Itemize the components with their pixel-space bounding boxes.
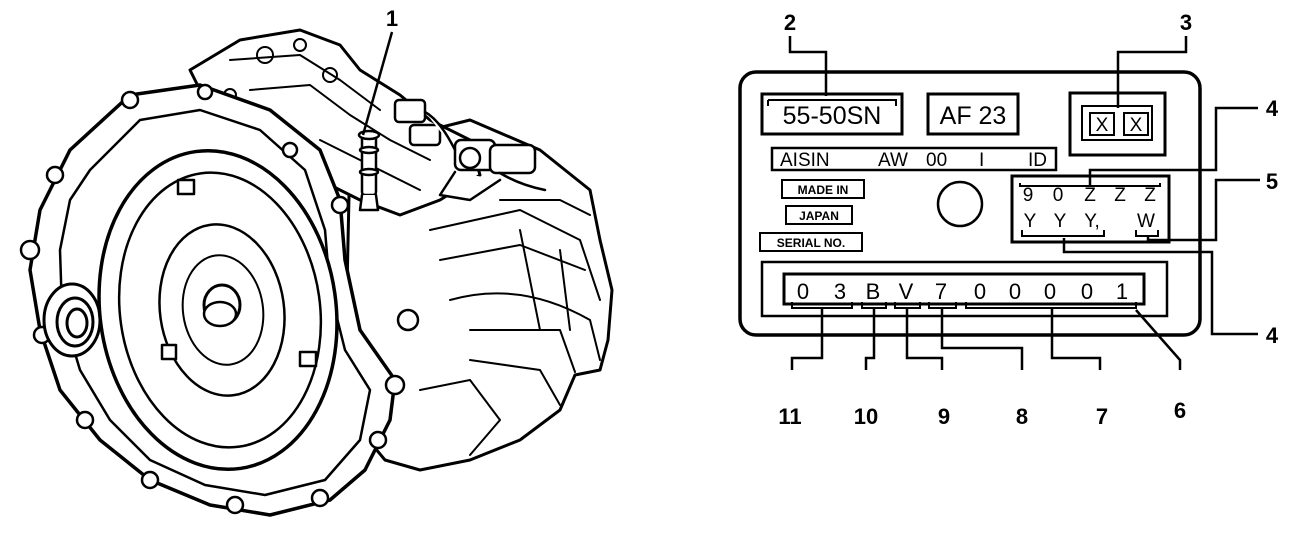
box-3-left-cell xyxy=(1089,112,1115,136)
callout-4-top: 4 xyxy=(1266,96,1279,121)
serial-char: 0 xyxy=(1044,279,1056,304)
plate-outline xyxy=(738,70,1202,337)
callout-4-bottom: 4 xyxy=(1266,323,1279,348)
serial-char: 3 xyxy=(834,279,846,304)
callout-2-leader xyxy=(788,36,828,96)
callout-9: 9 xyxy=(938,404,950,429)
solenoid-connectors xyxy=(393,98,547,202)
country-box xyxy=(785,205,853,225)
serial-char: 0 xyxy=(1009,279,1021,304)
callout-5: 5 xyxy=(1266,169,1278,194)
maker-line-aisin: AISIN xyxy=(780,150,830,171)
country-text: JAPAN xyxy=(799,209,839,223)
maker-line-aw: AW xyxy=(878,150,908,171)
code-row1-char: Z xyxy=(1144,185,1156,206)
callout-6-leader xyxy=(1135,309,1182,370)
maker-line-id: ID xyxy=(1028,150,1047,171)
serial-char: 7 xyxy=(935,279,947,304)
code-row2-char: Y xyxy=(1024,211,1037,232)
plate-circle xyxy=(936,180,984,228)
callout-7: 7 xyxy=(1096,404,1108,429)
serial-char: 1 xyxy=(1116,279,1128,304)
serial-char: 0 xyxy=(797,279,809,304)
box-3-left-text: X xyxy=(1096,115,1109,136)
code-row2-char: W xyxy=(1137,211,1155,232)
callout-3-leader xyxy=(1116,36,1188,108)
callout-11: 11 xyxy=(778,404,801,429)
made-in-box xyxy=(781,179,865,199)
torque-converter xyxy=(97,148,339,472)
callout-1-leader xyxy=(361,31,394,136)
code-row1-char: Z xyxy=(1084,185,1096,206)
output-shaft-seal xyxy=(42,282,102,358)
maker-line-i: I xyxy=(979,150,984,171)
made-in-text: MADE IN xyxy=(798,183,849,197)
serial-label-text: SERIAL NO. xyxy=(777,236,845,250)
callout-4-top-leader xyxy=(1088,106,1258,185)
callout-10-leader xyxy=(864,308,876,370)
box-3-right-cell xyxy=(1123,112,1149,136)
serial-outer-box xyxy=(760,260,1169,318)
maker-line-box xyxy=(770,146,1058,172)
callout-7-leader xyxy=(1050,308,1102,370)
serial-char: 0 xyxy=(974,279,986,304)
callout-11-leader xyxy=(790,308,824,370)
identification-plate: 55-50SN AF 23 X X AISIN AW 00 I ID MADE … xyxy=(738,70,1202,337)
callout-8: 8 xyxy=(1016,404,1028,429)
transmission-illustration xyxy=(19,28,614,517)
model-code-text: 55-50SN xyxy=(783,102,882,130)
serial-char: 0 xyxy=(1081,279,1093,304)
callout-5-leader xyxy=(1146,178,1260,242)
callout-1: 1 xyxy=(386,6,398,31)
model-code-box xyxy=(760,92,904,136)
maker-line-00: 00 xyxy=(926,150,947,171)
callout-8-leader xyxy=(940,308,1024,370)
plate-callouts xyxy=(788,36,1260,370)
callout-2: 2 xyxy=(784,10,796,35)
serial-char: V xyxy=(899,279,914,304)
serial-label-box xyxy=(759,232,863,252)
callout-10: 10 xyxy=(854,404,878,429)
code-row1-char: Z xyxy=(1114,185,1126,206)
serial-characters: 0 3 B V 7 0 0 0 0 1 xyxy=(797,279,1128,304)
box-3-right-text: X xyxy=(1130,115,1143,136)
type-code-box xyxy=(926,92,1020,136)
code-row1-char: 9 xyxy=(1023,185,1034,206)
code-row2-char: Y xyxy=(1054,211,1067,232)
callout-9-leader xyxy=(905,308,944,370)
serial-number-box xyxy=(782,272,1146,306)
code-row1-char: 0 xyxy=(1053,185,1064,206)
callout-3: 3 xyxy=(1180,10,1192,35)
serial-char: B xyxy=(866,279,881,304)
filler-tube xyxy=(357,129,381,212)
callout-4-bottom-leader xyxy=(1062,238,1258,336)
callout-6: 6 xyxy=(1174,398,1186,423)
code-row2-char: Y, xyxy=(1084,211,1100,232)
type-code-text: AF 23 xyxy=(940,102,1007,130)
